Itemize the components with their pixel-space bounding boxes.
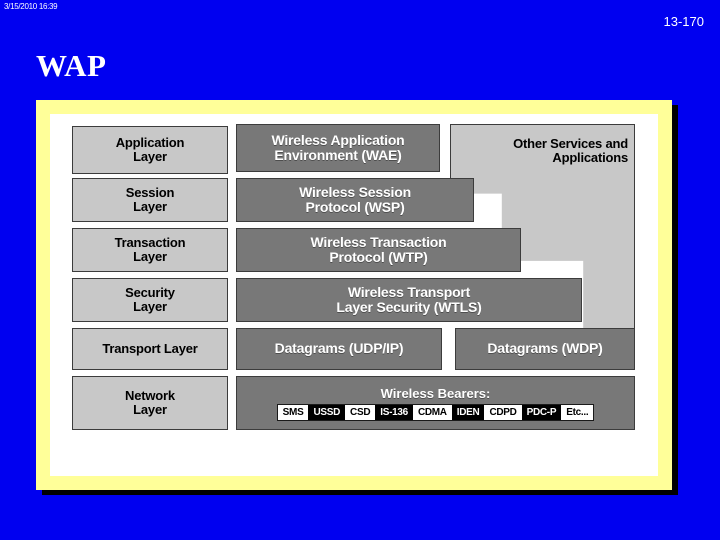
bearer-chip: USSD xyxy=(308,404,346,420)
other-services-line1: Other Services and xyxy=(513,136,628,151)
bearer-chip: SMS xyxy=(277,404,309,420)
protocol-wtp-line1: Wireless Transaction xyxy=(310,233,447,250)
bearer-chip: IDEN xyxy=(451,404,485,420)
protocol-wsp-line2: Protocol (WSP) xyxy=(305,199,405,215)
layer-security-line2: Layer xyxy=(133,299,167,314)
protocol-box-wae: Wireless Application Environment (WAE) xyxy=(236,124,440,172)
protocol-box-wtls: Wireless Transport Layer Security (WTLS) xyxy=(236,278,582,322)
layer-session-line1: Session xyxy=(125,184,175,200)
protocol-box-udp-ip: Datagrams (UDP/IP) xyxy=(236,328,442,370)
diagram-canvas: Other Services and Applications Applicat… xyxy=(50,114,658,476)
protocol-wae-line2: Environment (WAE) xyxy=(274,147,402,163)
page-number: 13-170 xyxy=(663,14,704,29)
layer-box-session: Session Layer xyxy=(72,178,228,222)
wireless-bearers-title: Wireless Bearers: xyxy=(380,385,491,401)
protocol-wsp-line1: Wireless Session xyxy=(299,183,411,200)
bearer-chip: CSD xyxy=(345,404,376,420)
layer-session-line2: Layer xyxy=(133,199,167,214)
layer-box-network: Network Layer xyxy=(72,376,228,430)
picture-frame: Other Services and Applications Applicat… xyxy=(36,100,672,490)
bearer-chip: Etc... xyxy=(561,404,594,420)
page-title: WAP xyxy=(36,48,107,83)
protocol-wdp-label: Datagrams (WDP) xyxy=(487,340,603,357)
layer-transaction-line2: Layer xyxy=(133,249,167,264)
layer-application-line2: Layer xyxy=(133,149,167,164)
layer-box-transaction: Transaction Layer xyxy=(72,228,228,272)
protocol-box-wsp: Wireless Session Protocol (WSP) xyxy=(236,178,474,222)
protocol-wae-line1: Wireless Application xyxy=(271,131,405,148)
layer-box-transport: Transport Layer xyxy=(72,328,228,370)
bearer-chip: PDC-P xyxy=(521,404,562,420)
protocol-wtls-line2: Layer Security (WTLS) xyxy=(336,299,482,315)
protocol-wtls-line1: Wireless Transport xyxy=(347,283,471,300)
bearer-chip: IS-136 xyxy=(375,404,413,420)
bearer-chip: CDPD xyxy=(484,404,522,420)
layer-box-application: Application Layer xyxy=(72,126,228,174)
layer-application-line1: Application xyxy=(115,134,185,150)
layer-network-line1: Network xyxy=(125,387,175,403)
timestamp: 3/15/2010 16:39 xyxy=(4,2,58,11)
protocol-box-wdp: Datagrams (WDP) xyxy=(455,328,635,370)
protocol-box-wtp: Wireless Transaction Protocol (WTP) xyxy=(236,228,521,272)
layer-box-security: Security Layer xyxy=(72,278,228,322)
protocol-wtp-line2: Protocol (WTP) xyxy=(329,249,428,265)
bearer-chip: CDMA xyxy=(412,404,452,420)
layer-transaction-line1: Transaction xyxy=(114,234,186,250)
layer-network-line2: Layer xyxy=(133,402,167,417)
layer-transport-line1: Transport Layer xyxy=(102,340,198,356)
layer-security-line1: Security xyxy=(125,284,175,300)
other-services-line2: Applications xyxy=(552,150,628,166)
other-services-label: Other Services and Applications xyxy=(451,136,628,166)
protocol-udp-ip-label: Datagrams (UDP/IP) xyxy=(274,340,404,357)
